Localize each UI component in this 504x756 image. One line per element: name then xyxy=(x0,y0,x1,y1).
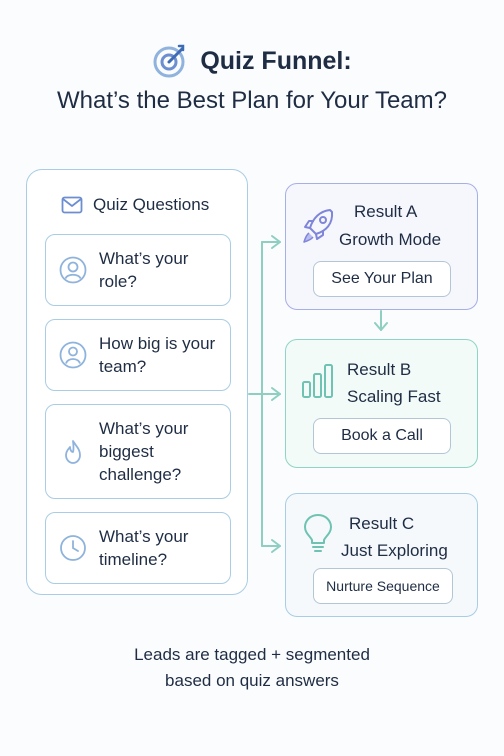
quiz-questions-panel: Quiz Questions What’s your role? How big… xyxy=(26,169,248,595)
rocket-icon xyxy=(303,209,334,243)
page-subtitle: What’s the Best Plan for Your Team? xyxy=(56,87,447,114)
question-card-timeline[interactable]: What’s your timeline? xyxy=(45,512,231,584)
result-a-card: Result A Growth Mode See Your Plan xyxy=(285,183,478,310)
question-text: What’s your biggest challenge? xyxy=(99,419,189,484)
nurture-sequence-button[interactable]: Nurture Sequence xyxy=(313,568,453,604)
target-icon xyxy=(153,44,185,78)
question-text: What’s your timeline? xyxy=(99,527,189,569)
footer-line2: based on quiz answers xyxy=(165,671,339,690)
user-icon xyxy=(59,256,87,284)
question-card-role[interactable]: What’s your role? xyxy=(45,234,231,306)
result-label: Result B xyxy=(347,360,412,379)
book-a-call-button[interactable]: Book a Call xyxy=(313,418,451,454)
mail-icon xyxy=(61,196,83,214)
result-c-card: Result C Just Exploring Nurture Sequence xyxy=(285,493,478,617)
lightbulb-icon xyxy=(304,514,332,552)
see-your-plan-button[interactable]: See Your Plan xyxy=(313,261,451,297)
result-subtitle: Growth Mode xyxy=(339,230,442,249)
arrowhead-result-c xyxy=(271,539,281,553)
arrowhead-result-b xyxy=(271,387,281,401)
result-subtitle: Scaling Fast xyxy=(347,387,441,406)
footer-note: Leads are tagged + segmented based on qu… xyxy=(0,642,504,694)
title-line1: Quiz Funnel: xyxy=(200,46,352,75)
bar-chart-icon xyxy=(302,364,333,398)
clock-icon xyxy=(60,535,86,561)
arrowhead-a-to-b xyxy=(374,322,388,331)
arrowhead-result-a xyxy=(271,235,281,249)
result-label: Result A xyxy=(354,202,418,221)
question-card-team-size[interactable]: How big is your team? xyxy=(45,319,231,391)
result-subtitle: Just Exploring xyxy=(341,541,448,560)
team-icon xyxy=(59,341,87,369)
footer-line1: Leads are tagged + segmented xyxy=(134,645,370,664)
flame-icon xyxy=(65,439,81,464)
question-card-challenge[interactable]: What’s your biggest challenge? xyxy=(45,404,231,499)
page-title: Quiz Funnel: xyxy=(0,43,504,79)
question-text: What’s your role? xyxy=(99,249,189,291)
result-b-card: Result B Scaling Fast Book a Call xyxy=(285,339,478,468)
question-text: How big is your team? xyxy=(99,334,216,376)
panel-heading-label: Quiz Questions xyxy=(93,195,210,214)
panel-heading: Quiz Questions xyxy=(61,195,209,215)
result-label: Result C xyxy=(349,514,415,533)
